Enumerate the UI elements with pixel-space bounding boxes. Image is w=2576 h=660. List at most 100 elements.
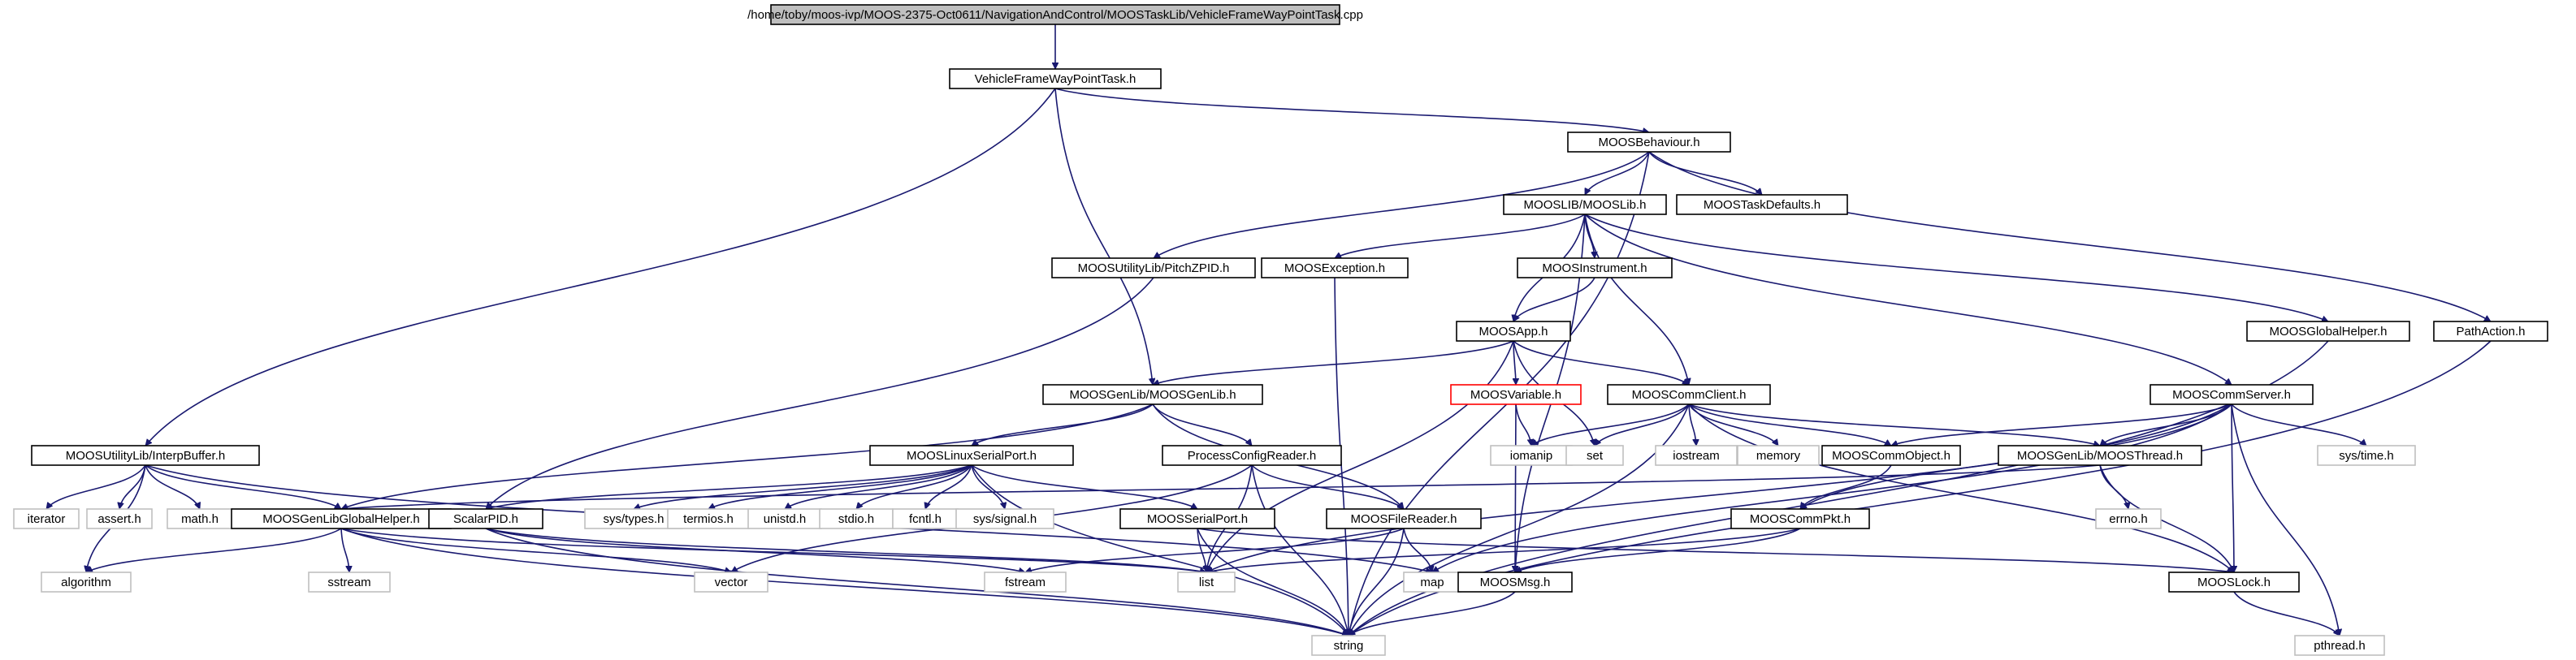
node-commclient-h[interactable]: MOOSCommClient.h (1607, 384, 1771, 405)
edge-genlibglobalhelper_h-to-vector (340, 528, 731, 572)
node-label: vector (715, 576, 748, 589)
node-label: MOOSGenLib/MOOSGenLib.h (1069, 388, 1236, 402)
edge-app_h-to-genlib_h (1153, 340, 1514, 385)
node-box (2150, 384, 2314, 405)
node-pitchzpid-h[interactable]: MOOSUtilityLib/PitchZPID.h (1051, 257, 1256, 278)
node-stdio-h[interactable]: stdio.h (819, 508, 894, 529)
node-label: MOOSSerialPort.h (1147, 512, 1248, 526)
edge-thread_h-to-errno_h (2099, 464, 2128, 509)
node-label: algorithm (61, 576, 111, 589)
node-box (984, 572, 1067, 593)
node-syssignal-h[interactable]: sys/signal.h (955, 508, 1054, 529)
node-moosliblib-h[interactable]: MOOSLIB/MOOSLib.h (1503, 194, 1667, 215)
node-fcntl-h[interactable]: fcntl.h (892, 508, 959, 529)
node-app-h[interactable]: MOOSApp.h (1456, 321, 1571, 342)
node-linuxserial-h[interactable]: MOOSLinuxSerialPort.h (869, 445, 1074, 466)
node-scalarpid-h[interactable]: ScalarPID.h (428, 508, 543, 529)
node-iterator[interactable]: iterator (13, 508, 80, 529)
node-commserver-h[interactable]: MOOSCommServer.h (2150, 384, 2314, 405)
node-box (2294, 635, 2385, 656)
node-label: pthread.h (2314, 639, 2365, 653)
node-iostream[interactable]: iostream (1655, 445, 1738, 466)
node-label: MOOSLinuxSerialPort.h (907, 449, 1037, 463)
node-errno-h[interactable]: errno.h (2095, 508, 2162, 529)
node-math-h[interactable]: math.h (167, 508, 233, 529)
node-sstream[interactable]: sstream (308, 572, 391, 593)
node-memory[interactable]: memory (1737, 445, 1820, 466)
node-label: MOOSTaskDefaults.h (1704, 198, 1821, 212)
edge-linuxserial_h-to-fcntl_h (925, 464, 972, 509)
node-globalhelper-h[interactable]: MOOSGlobalHelper.h (2246, 321, 2410, 342)
node-vfwpt-h[interactable]: VehicleFrameWayPointTask.h (949, 68, 1162, 89)
node-set[interactable]: set (1565, 445, 1624, 466)
node-label: MOOSCommServer.h (2172, 388, 2291, 402)
node-box (1503, 194, 1667, 215)
node-systypes-h[interactable]: sys/types.h (584, 508, 683, 529)
edge-commserver_h-to-lock_h (2232, 403, 2234, 572)
node-pthread-h[interactable]: pthread.h (2294, 635, 2385, 656)
node-interp-h[interactable]: MOOSUtilityLib/InterpBuffer.h (31, 445, 260, 466)
node-thread-h[interactable]: MOOSGenLib/MOOSThread.h (1998, 445, 2202, 466)
node-variable-h[interactable]: MOOSVariable.h (1450, 384, 1582, 405)
node-box (1162, 445, 1342, 466)
node-label: stdio.h (838, 512, 874, 526)
edge-moosliblib_h-to-exception_h (1335, 214, 1586, 259)
node-assert-h[interactable]: assert.h (86, 508, 153, 529)
edge-interp_h-to-genlibglobalhelper_h (145, 464, 341, 510)
node-box (770, 4, 1340, 25)
node-iomanip[interactable]: iomanip (1490, 445, 1573, 466)
edge-linuxserial_h-to-stdio_h (855, 464, 972, 509)
edge-commpkt_h-to-msg_h (1515, 528, 1801, 573)
node-filereader-h[interactable]: MOOSFileReader.h (1326, 508, 1482, 529)
node-msg-h[interactable]: MOOSMsg.h (1457, 572, 1573, 593)
node-behaviour-h[interactable]: MOOSBehaviour.h (1567, 132, 1731, 153)
node-label: MOOSUtilityLib/InterpBuffer.h (66, 449, 225, 463)
node-commobject-h[interactable]: MOOSCommObject.h (1821, 445, 1961, 466)
node-genlibglobalhelper-h[interactable]: MOOSGenLibGlobalHelper.h (231, 508, 452, 529)
node-list[interactable]: list (1177, 572, 1236, 593)
edge-instrument_h-to-app_h (1513, 277, 1595, 321)
node-box (694, 572, 768, 593)
node-box (869, 445, 1074, 466)
node-box (1517, 257, 1673, 278)
node-termios-h[interactable]: termios.h (667, 508, 750, 529)
node-instrument-h[interactable]: MOOSInstrument.h (1517, 257, 1673, 278)
node-vector[interactable]: vector (694, 572, 768, 593)
node-box (1261, 257, 1409, 278)
node-systime-h[interactable]: sys/time.h (2317, 445, 2416, 466)
node-genlib-h[interactable]: MOOSGenLib/MOOSGenLib.h (1042, 384, 1263, 405)
node-box (1998, 445, 2202, 466)
node-fstream[interactable]: fstream (984, 572, 1067, 593)
node-commpkt-h[interactable]: MOOSCommPkt.h (1730, 508, 1870, 529)
node-label: MOOSGenLibGlobalHelper.h (262, 512, 419, 526)
node-label: ScalarPID.h (453, 512, 518, 526)
node-label: VehicleFrameWayPointTask.h (975, 72, 1136, 86)
node-string[interactable]: string (1311, 635, 1386, 656)
node-map[interactable]: map (1403, 572, 1461, 593)
edge-linuxserial_h-to-termios_h (708, 464, 972, 510)
edge-behaviour_h-to-pitchzpid_h (1154, 151, 1650, 259)
node-label: sys/types.h (603, 512, 664, 526)
node-box (949, 68, 1162, 89)
node-algorithm[interactable]: algorithm (41, 572, 132, 593)
node-lock-h[interactable]: MOOSLock.h (2168, 572, 2300, 593)
edge-commserver_h-to-list (1206, 403, 2232, 573)
edge-genlibglobalhelper_h-to-string (340, 528, 1349, 636)
edge-interp_h-to-math_h (145, 464, 200, 509)
node-pathaction-h[interactable]: PathAction.h (2433, 321, 2548, 342)
node-root[interactable]: /home/toby/moos-ivp/MOOS-2375-Oct0611/Na… (747, 4, 1363, 25)
file-nodes: /home/toby/moos-ivp/MOOS-2375-Oct0611/Na… (13, 4, 2548, 656)
node-procconfig-h[interactable]: ProcessConfigReader.h (1162, 445, 1342, 466)
node-label: math.h (181, 512, 219, 526)
node-label: MOOSUtilityLib/PitchZPID.h (1078, 261, 1230, 275)
node-serialport-h[interactable]: MOOSSerialPort.h (1119, 508, 1275, 529)
node-exception-h[interactable]: MOOSException.h (1261, 257, 1409, 278)
node-taskdefaults-h[interactable]: MOOSTaskDefaults.h (1676, 194, 1848, 215)
edge-variable_h-to-msg_h (1515, 403, 1516, 572)
node-unistd-h[interactable]: unistd.h (747, 508, 822, 529)
edge-linuxserial_h-to-unistd_h (785, 464, 972, 510)
edge-procconfig_h-to-string (1251, 464, 1349, 636)
node-box (2168, 572, 2300, 593)
node-label: MOOSApp.h (1478, 325, 1548, 339)
